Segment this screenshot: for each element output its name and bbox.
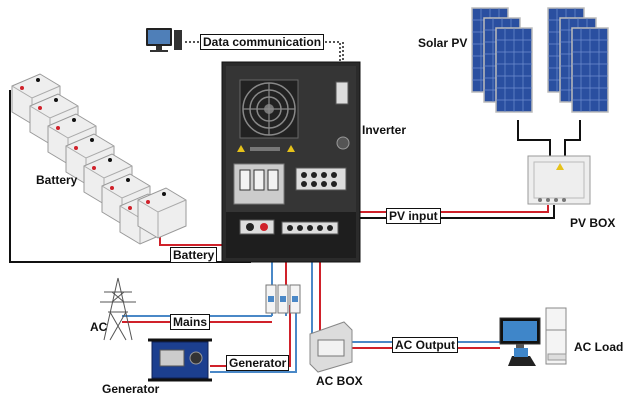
ac-load-label: AC Load <box>574 340 624 354</box>
ac-output-label: AC Output <box>392 337 458 353</box>
power-switch-icon <box>336 136 350 150</box>
pv-terminal-block <box>295 167 347 191</box>
fan-grille-icon <box>239 79 299 139</box>
inverter-unit <box>221 61 361 263</box>
pv-box-label: PV BOX <box>570 216 616 230</box>
generator-link-label: Generator <box>226 355 290 371</box>
battery-bank <box>11 73 187 245</box>
generator-icon <box>148 338 212 382</box>
pv-input-label: PV input <box>386 208 441 224</box>
pv-array-wire-2 <box>564 120 581 158</box>
solar-panel-array <box>471 7 609 113</box>
battery-side-label: Battery <box>36 173 78 187</box>
generator-label: Generator <box>102 382 160 396</box>
computer-icon <box>146 28 182 52</box>
battery-link-label: Battery <box>170 247 218 263</box>
solar-pv-label: Solar PV <box>418 36 468 50</box>
ac-label: AC <box>90 320 108 334</box>
inverter-label: Inverter <box>362 123 407 137</box>
data-communication-label: Data communication <box>200 34 325 50</box>
ac-box-label: AC BOX <box>316 374 363 388</box>
ac-terminal-block <box>281 221 339 235</box>
ac-load-devices <box>499 307 567 366</box>
battery-terminal-block <box>239 219 275 235</box>
pv-combiner-box <box>527 155 591 205</box>
communication-port <box>335 81 349 105</box>
mains-label: Mains <box>170 314 211 330</box>
battery-switch-panel <box>233 163 285 205</box>
ac-distribution-box <box>309 321 353 373</box>
transmission-tower-icon <box>100 277 136 341</box>
breaker-switches <box>265 284 301 314</box>
pv-array-wire-1 <box>517 120 551 158</box>
